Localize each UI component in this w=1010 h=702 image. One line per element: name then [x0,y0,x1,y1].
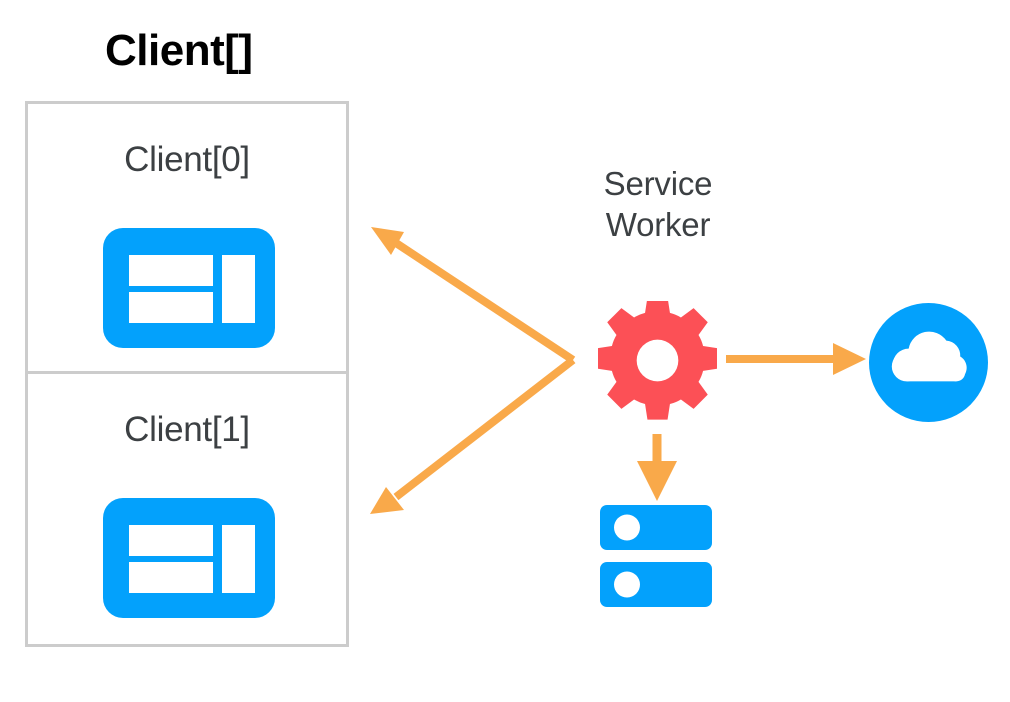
gear-icon [596,297,719,420]
page-title: Client[] [105,26,253,75]
arrow-serviceworker-to-database [637,434,677,501]
service-worker-label-line2: Worker [605,206,711,244]
service-worker-label-line1: Service [603,165,713,202]
client-item-1[interactable]: Client[1] [28,374,346,644]
arrow-serviceworker-to-client1 [370,356,576,514]
cloud-icon [869,303,988,422]
arrow-serviceworker-to-cloud [726,343,866,375]
client-array-container: Client[0] Client[1] [25,101,349,647]
client-item-0[interactable]: Client[0] [28,104,346,374]
browser-window-icon [103,498,275,618]
arrow-serviceworker-to-client0 [371,227,576,364]
service-worker-label: Service Worker [558,163,758,246]
browser-window-icon [103,228,275,348]
client-1-label: Client[1] [124,410,250,449]
client-0-label: Client[0] [124,140,250,179]
server-rack-icon [600,505,714,610]
